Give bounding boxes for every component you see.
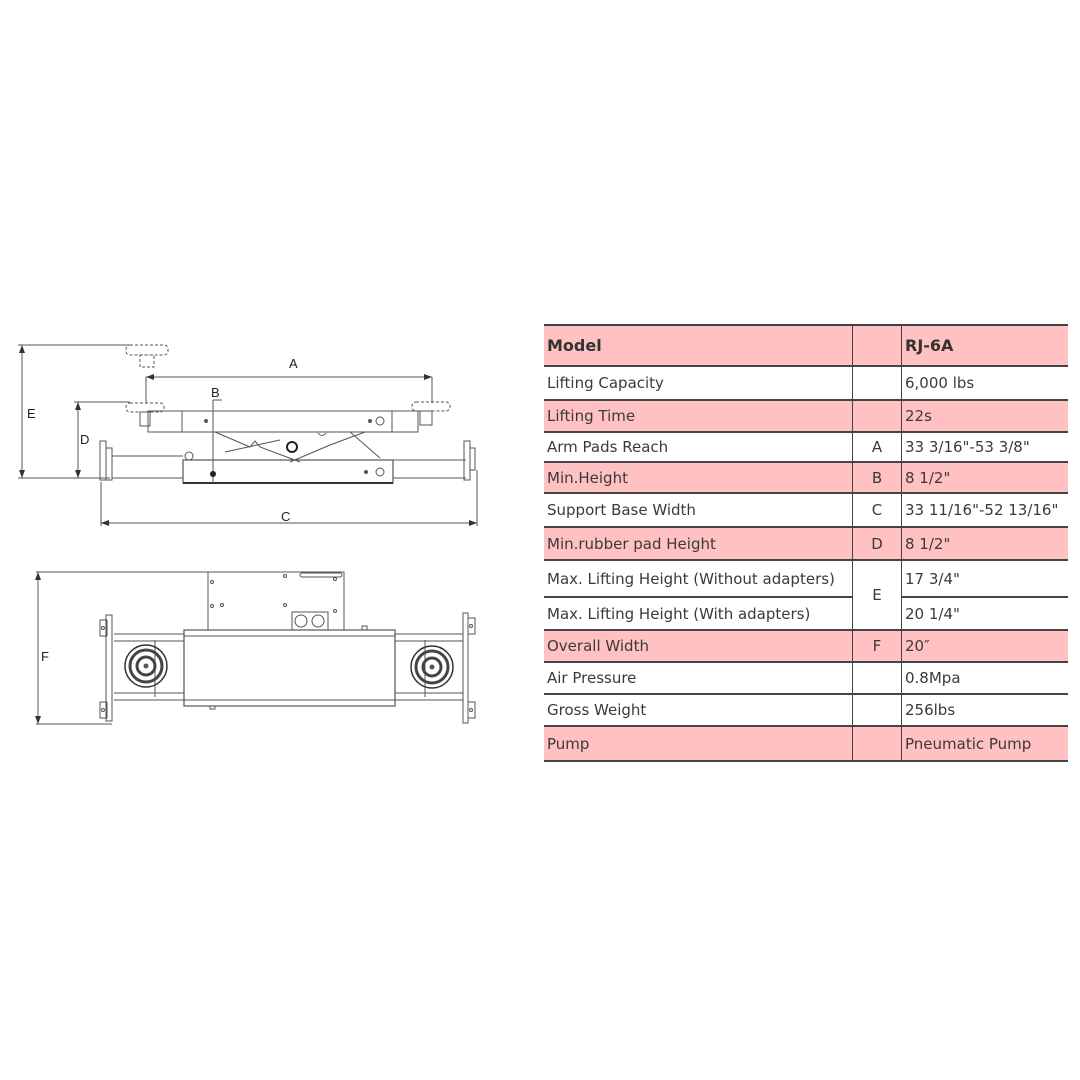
row-value: 20 1/4"	[901, 596, 1068, 631]
row-value: 6,000 lbs	[901, 365, 1068, 401]
row-value: Pneumatic Pump	[901, 725, 1068, 762]
row-dim	[852, 365, 902, 401]
table-row: Gross Weight 256lbs	[544, 693, 1068, 727]
row-dim: B	[852, 461, 902, 494]
row-label: Lifting Capacity	[544, 365, 853, 401]
row-label: Lifting Time	[544, 399, 853, 433]
row-dim	[852, 399, 902, 433]
row-label: Min.Height	[544, 461, 853, 494]
row-label: Max. Lifting Height (With adapters)	[544, 596, 853, 631]
row-value: 33 11/16"-52 13/16"	[901, 492, 1068, 528]
row-value: 8 1/2"	[901, 526, 1068, 561]
table-row: Max. Lifting Height (Without adapters) E…	[544, 559, 1068, 631]
dimension-label-e: E	[27, 406, 36, 421]
side-view-drawing	[18, 344, 478, 725]
row-label: Overall Width	[544, 629, 853, 663]
row-value: 17 3/4"	[901, 559, 1068, 598]
row-dim: F	[852, 629, 902, 663]
row-label: Air Pressure	[544, 661, 853, 695]
header-label: Model	[544, 324, 853, 367]
row-value: 33 3/16"-53 3/8"	[901, 431, 1068, 463]
dimension-label-b: B	[211, 385, 220, 400]
row-label: Max. Lifting Height (Without adapters)	[544, 559, 853, 598]
dimension-label-a: A	[289, 356, 298, 371]
row-label: Gross Weight	[544, 693, 853, 727]
row-dim	[852, 661, 902, 695]
row-dim: C	[852, 492, 902, 528]
dimension-label-d: D	[80, 432, 90, 447]
row-label: Pump	[544, 725, 853, 762]
table-row: Arm Pads Reach A 33 3/16"-53 3/8"	[544, 431, 1068, 463]
row-label: Support Base Width	[544, 492, 853, 528]
row-value: 0.8Mpa	[901, 661, 1068, 695]
row-value: 22s	[901, 399, 1068, 433]
row-value: 20″	[901, 629, 1068, 663]
row-dim	[852, 725, 902, 762]
header-model-value: RJ-6A	[901, 324, 1068, 367]
table-row: Max. Lifting Height (With adapters) 20 1…	[544, 596, 1068, 631]
table-row: Min.Height B 8 1/2"	[544, 461, 1068, 494]
table-row: Min.rubber pad Height D 8 1/2"	[544, 526, 1068, 561]
table-row: Overall Width F 20″	[544, 629, 1068, 663]
row-value: 256lbs	[901, 693, 1068, 727]
row-dim-merged: E	[852, 559, 902, 631]
table-row: Support Base Width C 33 11/16"-52 13/16"	[544, 492, 1068, 528]
dimension-label-f: F	[41, 649, 49, 664]
dimension-label-c: C	[281, 509, 291, 524]
row-dim: D	[852, 526, 902, 561]
table-header-row: Model RJ-6A	[544, 324, 1068, 367]
spec-table: Model RJ-6A Lifting Capacity 6,000 lbs L…	[544, 324, 1068, 762]
technical-diagram: A B C D E F	[18, 344, 478, 725]
table-row: Lifting Time 22s	[544, 399, 1068, 433]
table-row: Lifting Capacity 6,000 lbs	[544, 365, 1068, 401]
table-row: Pump Pneumatic Pump	[544, 725, 1068, 762]
table-row: Air Pressure 0.8Mpa	[544, 661, 1068, 695]
row-label: Min.rubber pad Height	[544, 526, 853, 561]
header-dim	[852, 324, 902, 367]
row-dim	[852, 693, 902, 727]
row-label: Arm Pads Reach	[544, 431, 853, 463]
row-dim: A	[852, 431, 902, 463]
row-value: 8 1/2"	[901, 461, 1068, 494]
